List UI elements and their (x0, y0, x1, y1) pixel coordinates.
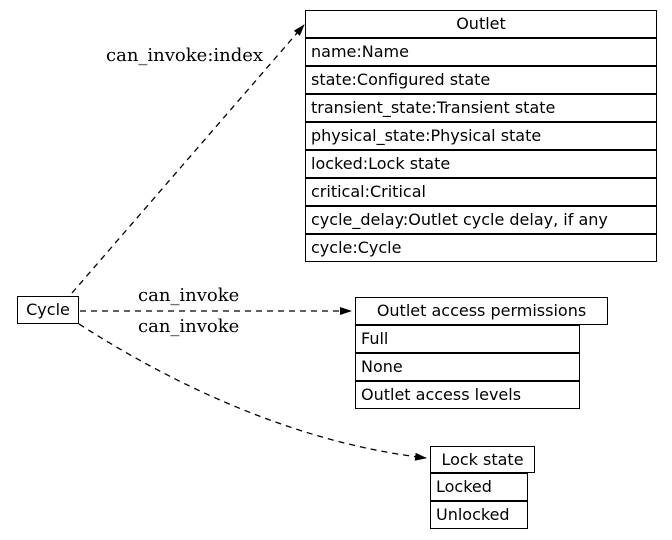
outlet-row-transient-state: transient_state:Transient state (305, 94, 657, 122)
outlet-row-name: name:Name (305, 38, 657, 66)
outlet-class-box: Outlet name:Name state:Configured state … (305, 10, 657, 262)
outlet-access-permissions-box: Full None Outlet access levels (355, 325, 580, 409)
outlet-row-physical-state: physical_state:Physical state (305, 122, 657, 150)
outlet-row-cycle-delay: cycle_delay:Outlet cycle delay, if any (305, 206, 657, 234)
permissions-row-none: None (355, 353, 580, 381)
outlet-title: Outlet (305, 10, 657, 38)
lock-state-row-unlocked: Unlocked (430, 501, 528, 529)
edge-cycle-to-outlet (71, 24, 305, 294)
edge-label-can-invoke-lock-state: can_invoke (138, 316, 240, 337)
lock-state-title: Lock state (430, 446, 535, 473)
outlet-row-locked: locked:Lock state (305, 150, 657, 178)
lock-state-box: Locked Unlocked (430, 473, 528, 529)
outlet-row-state: state:Configured state (305, 66, 657, 94)
permissions-row-full: Full (355, 325, 580, 353)
outlet-row-cycle: cycle:Cycle (305, 234, 657, 262)
outlet-row-critical: critical:Critical (305, 178, 657, 206)
edge-cycle-to-lock-state (78, 323, 427, 461)
outlet-access-permissions-title: Outlet access permissions (355, 297, 608, 325)
edge-label-can-invoke-permissions: can_invoke (138, 285, 240, 306)
permissions-row-outlet-access-levels: Outlet access levels (355, 381, 580, 409)
cycle-node: Cycle (17, 296, 79, 324)
lock-state-row-locked: Locked (430, 473, 528, 501)
edge-label-can-invoke-index: can_invoke:index (106, 45, 264, 66)
